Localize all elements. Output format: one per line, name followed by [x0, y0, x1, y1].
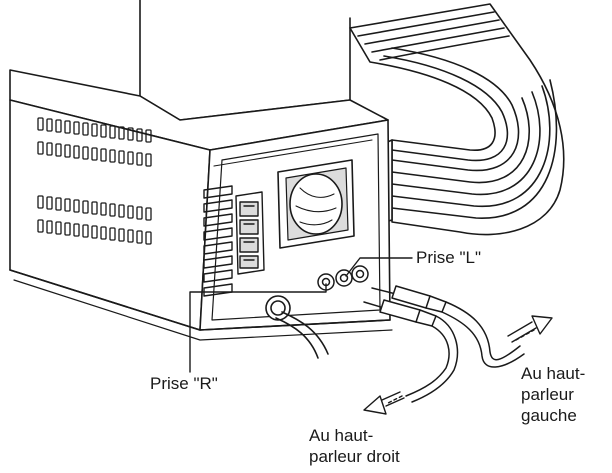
jack-r-label: Prise "R" [150, 374, 218, 393]
output-jacks [317, 265, 369, 291]
right-speaker-label-line: Au haut- [309, 426, 374, 445]
left-speaker-label-line: parleur [521, 385, 574, 404]
cooling-fan [277, 159, 355, 249]
callout-leaders [189, 257, 413, 373]
left-speaker-label-line: Au haut- [521, 364, 586, 383]
right-speaker-label: Au haut- parleur droit [309, 425, 400, 467]
right-speaker-label-line: parleur droit [309, 447, 400, 466]
power-cord [265, 295, 329, 359]
speaker-terminal-strip [235, 191, 265, 275]
rca-cables [363, 285, 525, 403]
direction-arrows [363, 315, 553, 415]
rear-vent-slats [203, 185, 233, 297]
side-vent-slots [37, 117, 152, 245]
left-speaker-label-line: gauche [521, 406, 577, 425]
jack-l-label: Prise "L" [416, 248, 481, 267]
left-speaker-label: Au haut- parleur gauche [521, 363, 585, 426]
